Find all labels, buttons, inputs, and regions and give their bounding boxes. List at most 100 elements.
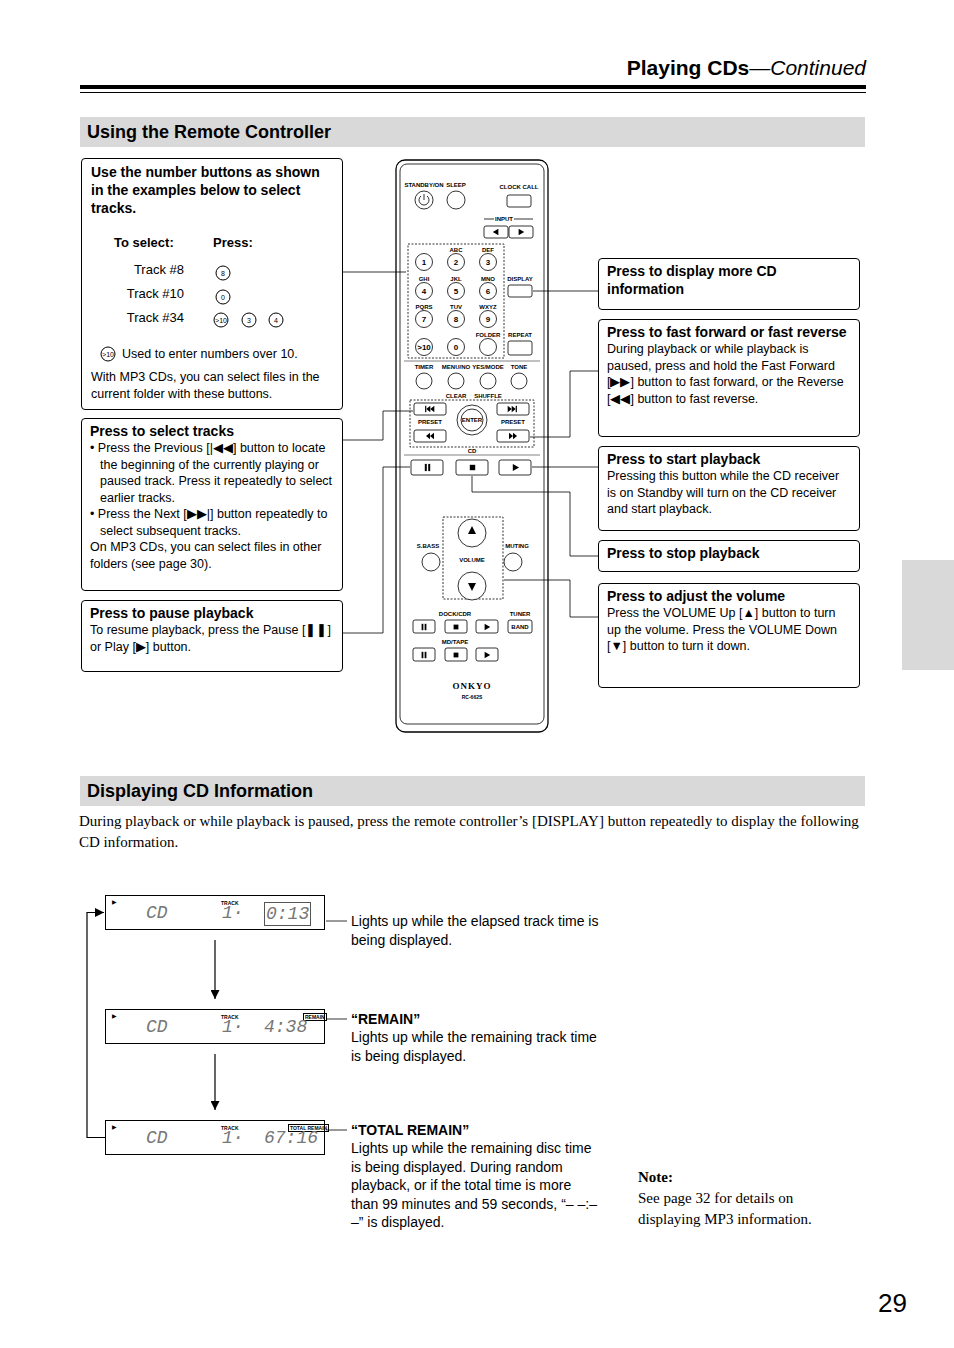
button-label: 9 — [486, 315, 490, 324]
button-label: 2 — [454, 258, 458, 267]
button-label: MNO — [481, 276, 495, 283]
table-text: Track #8 — [92, 262, 184, 277]
brand-logo: ONKYO — [452, 681, 491, 691]
button-label: MUTING — [505, 543, 529, 550]
flow-arrow — [87, 913, 105, 1138]
callout-box: Use the number buttons as shown in the e… — [81, 158, 343, 410]
model-number: RC-662S — [462, 694, 483, 700]
table-text: 0 — [216, 290, 231, 305]
callout-box: Press to display more CD information — [598, 258, 860, 310]
annotation: Lights up while the remaining disc time … — [351, 1139, 601, 1232]
note-text: See page 32 for details on displaying MP… — [638, 1188, 853, 1230]
table-text: >10 — [101, 347, 116, 362]
display-text: 1· — [222, 902, 244, 924]
button-label: TUNER — [510, 611, 531, 618]
callout-box: Press to start playbackPressing this but… — [598, 446, 860, 531]
section-heading: Displaying CD Information — [80, 776, 865, 806]
remote-illustration — [396, 160, 548, 732]
display-text: ▶ — [112, 898, 117, 905]
button-label: PRESET — [418, 419, 442, 426]
display-text: 67:16 — [264, 1127, 318, 1149]
button-label: TUV — [450, 304, 462, 311]
callout-body: To resume playback, press the Pause [❚❚]… — [90, 622, 334, 655]
display-text: 1· — [222, 1127, 244, 1149]
display-text: 4:38 — [264, 1016, 307, 1038]
button-label: CLEAR — [446, 393, 467, 400]
table-text: With MP3 CDs, you can select files in th… — [91, 369, 336, 402]
table-text: 8 — [216, 266, 231, 281]
table-text: 4 — [269, 313, 284, 328]
button-label: FOLDER — [476, 332, 501, 339]
button-label: MENU/NO — [442, 364, 470, 371]
flow-arrow — [214, 940, 215, 999]
section-band: Using the Remote Controller — [80, 117, 865, 147]
button-label: DISPLAY — [507, 276, 532, 283]
callout-heading: Press to pause playback — [90, 604, 334, 622]
button-label: DOCK/CDR — [439, 611, 471, 618]
annotation: Lights up while the remaining track time… — [351, 1028, 601, 1065]
page-number: 29 — [878, 1288, 907, 1319]
button-label: S.BASS — [417, 543, 439, 550]
callout-body: • Press the Previous [|◀◀] button to loc… — [90, 440, 334, 506]
callout-box: Press to stop playback — [598, 540, 860, 572]
button-label: TONE — [511, 364, 528, 371]
button-label: YES/MODE — [472, 364, 504, 371]
display-text: CD — [146, 1016, 168, 1038]
callout-body: Pressing this button while the CD receiv… — [607, 468, 851, 518]
button-label: JKL — [450, 276, 461, 283]
button-label: TIMER — [415, 364, 434, 371]
button-label: STANDBY/ON — [404, 182, 443, 189]
callout-heading: Press to adjust the volume — [607, 587, 851, 605]
display-panel: ▶TRACKTOTAL REMAINCD1·67:16 — [105, 1120, 325, 1155]
table-text: Track #10 — [92, 286, 184, 301]
flow-arrow — [214, 1054, 215, 1110]
table-text: Used to enter numbers over 10. — [122, 346, 337, 363]
button-label: 7 — [422, 315, 426, 324]
display-text: CD — [146, 1127, 168, 1149]
button-label: ENTER — [462, 417, 482, 424]
annotation: Lights up while the elapsed track time i… — [351, 912, 601, 949]
display-text: 0:13 — [264, 902, 311, 926]
callout-heading: Press to display more CD information — [607, 262, 851, 298]
leader-lines — [326, 272, 598, 1130]
button-label: PRESET — [501, 419, 525, 426]
button-label: >10 — [417, 343, 431, 352]
callout-box: Press to adjust the volumePress the VOLU… — [598, 583, 860, 688]
callout-heading: Press to fast forward or fast reverse — [607, 323, 851, 341]
callout-body: On MP3 CDs, you can select files in othe… — [90, 539, 334, 572]
button-label: SHUFFLE — [474, 393, 502, 400]
button-label: CD — [468, 448, 477, 455]
display-panel: ▶TRACKREMAINCD1·4:38 — [105, 1009, 325, 1044]
callout-box: Press to fast forward or fast reverseDur… — [598, 319, 860, 437]
button-label: 8 — [454, 315, 458, 324]
body-text: During playback or while playback is pau… — [79, 811, 864, 853]
annotation-heading: “REMAIN” — [351, 1010, 420, 1029]
display-panel: ▶TRACKCD1·0:13 — [105, 895, 325, 930]
button-symbols — [422, 229, 525, 658]
callout-heading: Press to start playback — [607, 450, 851, 468]
table-text: Track #34 — [92, 310, 184, 325]
callout-box: Press to select tracks• Press the Previo… — [81, 418, 343, 591]
table-text: Press: — [213, 235, 253, 250]
header-continued: —Continued — [749, 56, 866, 79]
table-text: Use the number buttons as shown in the e… — [91, 163, 336, 217]
button-label: GHI — [419, 276, 430, 283]
display-text: CD — [146, 902, 168, 924]
note-heading: Note: — [638, 1167, 673, 1188]
table-text: To select: — [114, 235, 174, 250]
button-label: CLOCK CALL — [500, 184, 539, 191]
button-label: DEF — [482, 247, 494, 254]
button-label: PQRS — [415, 304, 432, 311]
display-text: 1· — [222, 1016, 244, 1038]
button-label: REPEAT — [508, 332, 532, 339]
button-label: ABC — [450, 247, 463, 254]
table-text: >10 — [214, 313, 229, 328]
display-text: ▶ — [112, 1012, 117, 1019]
button-label: 0 — [454, 343, 458, 352]
button-label: INPUT — [495, 216, 513, 223]
button-label: 1 — [422, 258, 426, 267]
callout-heading: Press to stop playback — [607, 544, 851, 562]
button-label: BAND — [511, 624, 528, 631]
section-band: Displaying CD Information — [80, 776, 865, 806]
